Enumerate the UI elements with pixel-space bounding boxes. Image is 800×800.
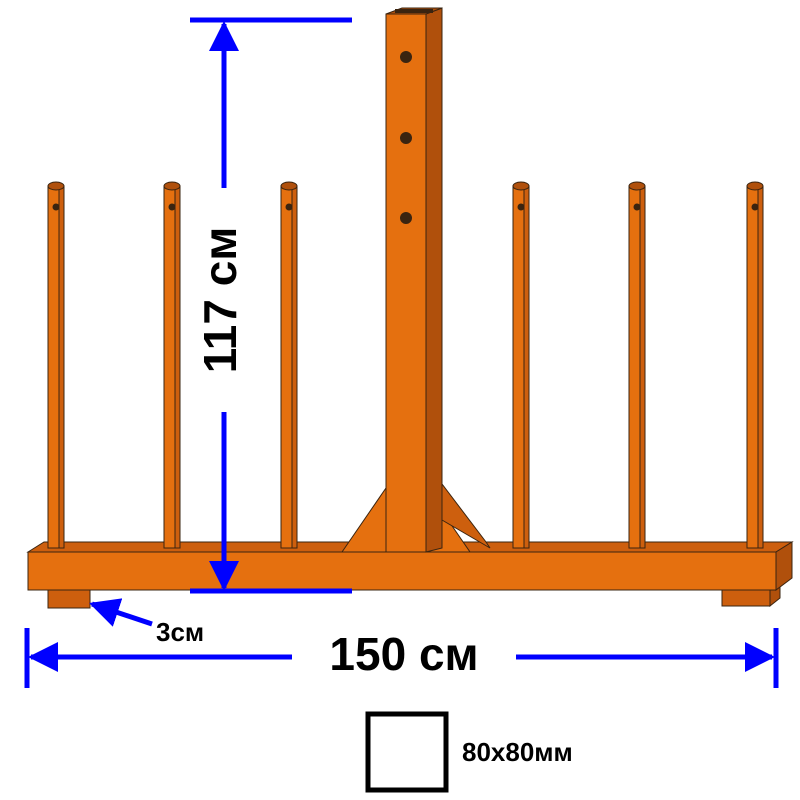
width-label: 150 см	[329, 628, 478, 680]
square-outline-icon	[365, 711, 449, 793]
profile-legend: 80x80мм	[365, 711, 573, 793]
height-label: 117 см	[194, 227, 246, 374]
column-hole-2	[400, 132, 412, 144]
right-foot	[721, 589, 771, 607]
foot-arrow	[89, 598, 153, 627]
height-dimension: 117 см	[190, 17, 352, 594]
column-hole-1	[400, 51, 412, 63]
left-foot	[47, 589, 91, 609]
pin-right-1	[512, 181, 530, 549]
pin-left-1	[47, 181, 65, 549]
column-hole-3	[400, 212, 412, 224]
foot-dimension: 3см	[89, 598, 204, 647]
column-front	[385, 13, 427, 553]
pin-right-2	[628, 181, 646, 549]
left-gusset	[341, 486, 387, 553]
pin-right-3	[746, 181, 764, 549]
pin-left-2	[163, 181, 181, 549]
pin-left-3	[280, 181, 298, 549]
foot-label: 3см	[156, 617, 204, 647]
width-dimension: 150 см	[24, 628, 779, 688]
rack-frame	[26, 7, 794, 609]
column-side	[425, 7, 443, 553]
base-beam-front	[27, 551, 777, 591]
profile-label: 80x80мм	[462, 737, 573, 767]
column-top-opening	[395, 9, 433, 13]
